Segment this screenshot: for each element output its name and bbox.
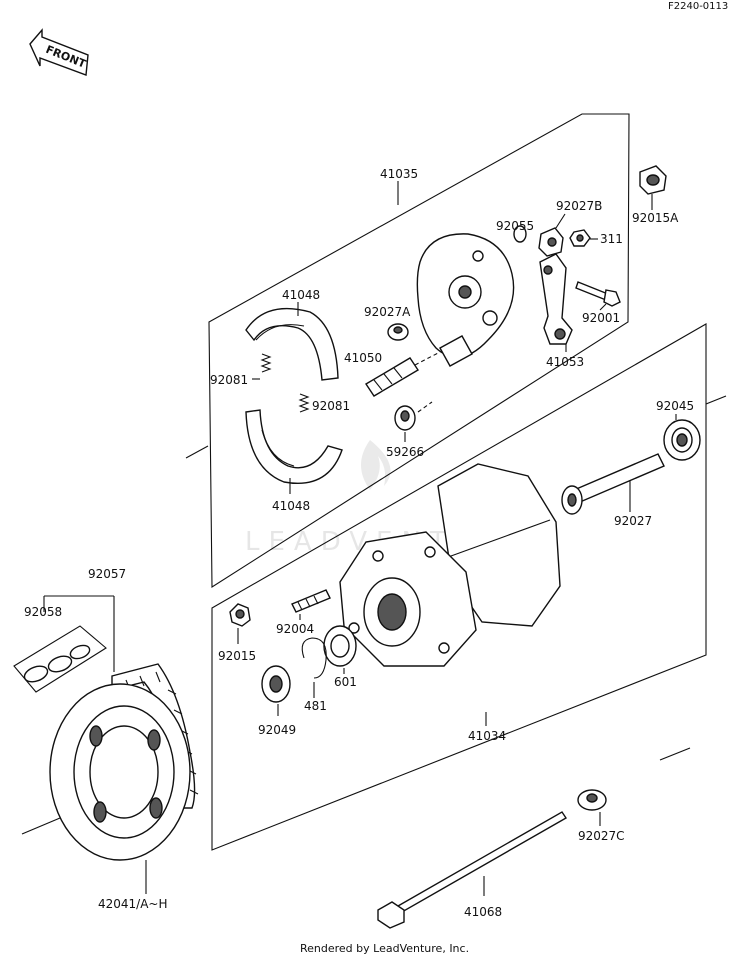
hub-assembly-panel-outline xyxy=(211,323,707,851)
part-label-92081-left: 92081 xyxy=(210,373,248,387)
bolt-92001 xyxy=(575,281,621,307)
part-label-92058: 92058 xyxy=(24,605,62,619)
brake-shoe-bottom-41048 xyxy=(245,409,343,484)
nut-92015 xyxy=(229,603,251,627)
part-label-92027: 92027 xyxy=(614,514,652,528)
part-label-42041: 42041/A~H xyxy=(98,897,168,911)
part-label-92081-right: 92081 xyxy=(312,399,350,413)
brake-cam-41050 xyxy=(365,357,419,397)
part-label-41050: 41050 xyxy=(344,351,382,365)
stud-92004 xyxy=(291,589,331,613)
part-label-41035: 41035 xyxy=(380,167,418,181)
part-label-41034: 41034 xyxy=(468,729,506,743)
circlip-481 xyxy=(301,637,327,679)
front-arrow-icon: FRONT xyxy=(29,28,89,76)
part-label-92015: 92015 xyxy=(218,649,256,663)
spring-92081-right xyxy=(298,393,310,413)
brake-panel-plate xyxy=(416,233,515,367)
part-label-59266: 59266 xyxy=(386,445,424,459)
seal-59266 xyxy=(394,405,416,431)
bearing-601 xyxy=(323,625,357,667)
diagram-code: F2240-0113 xyxy=(668,1,728,12)
sprocket-42041 xyxy=(49,683,191,861)
part-label-92027A: 92027A xyxy=(364,305,411,319)
master-link-92058 xyxy=(23,644,91,683)
wheel-hub-41034 xyxy=(339,463,561,667)
bearing-92045 xyxy=(663,419,701,461)
collar-92027A xyxy=(387,323,409,341)
part-label-92045: 92045 xyxy=(656,399,694,413)
part-label-311: 311 xyxy=(600,232,623,246)
part-label-92015A: 92015A xyxy=(632,211,679,225)
part-label-481: 481 xyxy=(304,699,327,713)
collar-92027B xyxy=(538,227,564,257)
part-label-92027B: 92027B xyxy=(556,199,602,213)
collar-92027C xyxy=(577,789,607,811)
part-label-41048-top: 41048 xyxy=(282,288,320,302)
part-label-92049: 92049 xyxy=(258,723,296,737)
sleeve-92027 xyxy=(561,453,665,515)
part-label-92001: 92001 xyxy=(582,311,620,325)
seal-92049 xyxy=(261,665,291,703)
part-label-41048-bottom: 41048 xyxy=(272,499,310,513)
o-ring-92055 xyxy=(513,225,527,243)
part-label-92004: 92004 xyxy=(276,622,314,636)
rear-axle-41068 xyxy=(377,811,567,929)
spring-92081-left xyxy=(260,353,272,373)
footer-credit: Rendered by LeadVenture, Inc. xyxy=(300,942,469,955)
part-label-41053: 41053 xyxy=(546,355,584,369)
brake-assembly-panel-outline xyxy=(208,113,630,588)
brake-lever-41053 xyxy=(539,253,573,345)
part-label-92057: 92057 xyxy=(88,567,126,581)
brake-shoe-top-41048 xyxy=(245,307,339,381)
part-label-92055: 92055 xyxy=(496,219,534,233)
part-label-601: 601 xyxy=(334,675,357,689)
nut-311 xyxy=(569,229,591,247)
part-label-41068: 41068 xyxy=(464,905,502,919)
collar-92015A xyxy=(639,165,667,195)
part-label-92027C: 92027C xyxy=(578,829,625,843)
